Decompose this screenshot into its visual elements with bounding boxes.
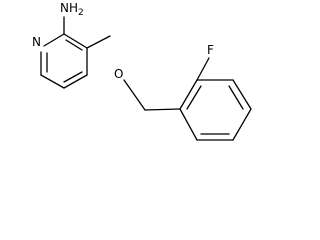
bond-c5-c6 — [40, 74, 65, 89]
bond-c3-o — [86, 35, 111, 49]
bond-b1-b2 — [179, 79, 198, 110]
pyridine-nitrogen-label: N — [32, 35, 41, 49]
amine-label-main: NH — [60, 1, 78, 15]
chemical-structure: NH2 N O F — [32, 1, 252, 141]
bond-b4-b5 — [232, 108, 252, 141]
ether-oxygen-label: O — [114, 67, 123, 81]
double-bond-b3-b4 — [228, 85, 244, 110]
bond-ch2-ring — [144, 108, 181, 111]
bond-n-c2 — [43, 33, 65, 47]
bond-o-ch2 — [123, 79, 146, 111]
bond-b2-f — [196, 57, 210, 81]
pyridine-ring — [40, 33, 88, 89]
bond-c2-c3 — [63, 33, 88, 49]
double-bond-c4-c5 — [63, 71, 83, 83]
amine-label-subscript: 2 — [78, 8, 84, 18]
structure-canvas: NH2 N O F — [32, 1, 252, 141]
bond-b6-b1 — [179, 108, 198, 141]
double-bond-c2-c3 — [65, 39, 83, 51]
double-bond-b1-b2 — [186, 85, 202, 110]
fluorine-label: F — [207, 43, 214, 57]
amine-label: NH2 — [60, 1, 84, 18]
benzene-ring — [179, 79, 252, 141]
bond-c4-c5 — [63, 74, 88, 89]
bond-b3-b4 — [232, 79, 252, 110]
